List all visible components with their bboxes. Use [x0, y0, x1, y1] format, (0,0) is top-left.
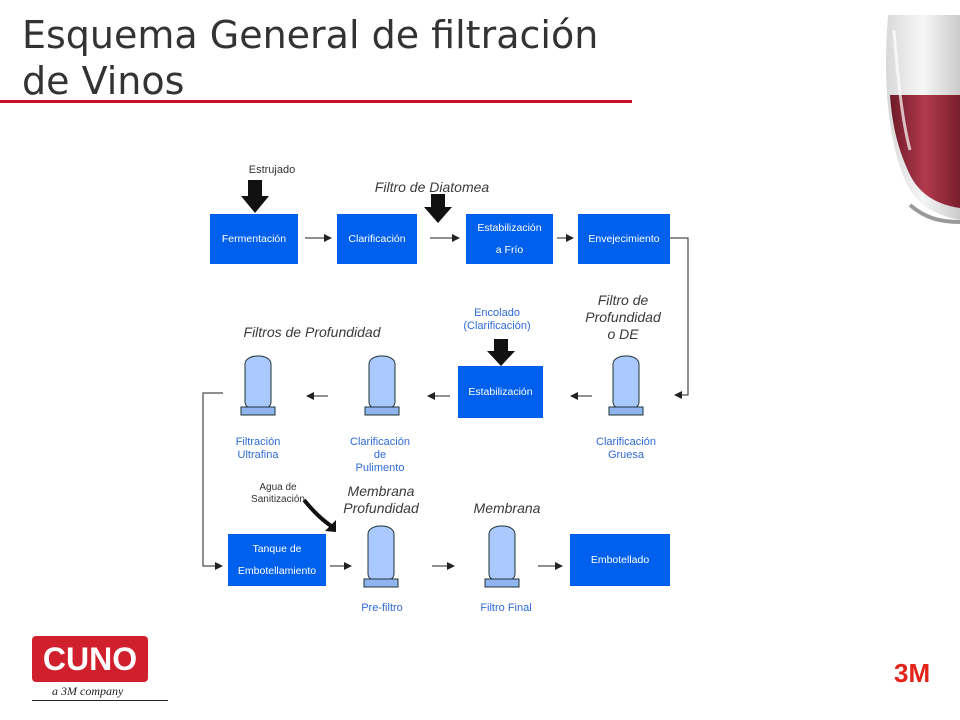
cuno-subtitle: a 3M company — [52, 684, 124, 698]
label-ultrafina-line-2: Ultrafina — [237, 449, 279, 461]
box-estabilizacion: Estabilización — [458, 366, 543, 418]
label-filtracion-ultrafina: Filtración Ultrafina — [218, 436, 298, 462]
filter-cartridge-pulimento-icon — [364, 355, 400, 416]
label-filtro-profundidad-de: Filtro de Profundidad o DE — [566, 292, 680, 343]
label-filtros-profundidad: Filtros de Profundidad — [243, 324, 381, 340]
label-agua-line-1: Agua de — [259, 482, 297, 493]
cuno-logo-text: CUNO — [43, 641, 137, 677]
label-encolado-line-2: (Clarificación) — [463, 320, 531, 332]
box-tanque-line-2: Embotellamiento — [237, 565, 317, 577]
wine-glass-image — [885, 15, 960, 224]
connector-envejecimiento-gruesa — [670, 237, 689, 399]
threem-logo: 3M — [894, 658, 931, 688]
label-clarificacion-pulimento: Clarificación de Pulimento — [332, 436, 428, 475]
title-line-1: Esquema General de filtración — [22, 13, 599, 57]
box-fermentacion: Fermentación — [210, 214, 298, 264]
box-estabilizacion-frio-line-2: a Frío — [495, 244, 524, 256]
filter-cartridge-final-icon — [484, 525, 520, 588]
label-filtro-diatomea: Filtro de Diatomea — [374, 179, 490, 195]
cuno-logo: CUNO — [32, 636, 148, 682]
label-pulimento-line-3: Pulimento — [355, 462, 405, 474]
label-gruesa-line-1: Clarificación — [596, 436, 656, 448]
label-ultrafina-line-1: Filtración — [235, 436, 281, 448]
box-clarificacion: Clarificación — [337, 214, 417, 264]
box-estabilizacion-frio: Estabilización a Frío — [466, 214, 553, 264]
title-underline — [0, 100, 632, 103]
box-tanque-line-1: Tanque de — [252, 543, 302, 555]
label-membrana-profundidad: Membrana Profundidad — [322, 483, 440, 517]
filter-cartridge-gruesa-icon — [608, 355, 644, 416]
label-mp-line-1: Membrana — [347, 483, 415, 499]
label-filtro-final: Filtro Final — [480, 602, 532, 614]
filter-cartridge-prefiltro-icon — [363, 525, 399, 588]
cuno-logo-mark-icon: CUNO — [43, 641, 137, 677]
label-prefiltro: Pre-filtro — [361, 602, 403, 614]
label-agua-line-2: Sanitización — [251, 494, 305, 505]
box-estabilizacion-frio-line-1: Estabilización — [477, 222, 542, 234]
label-pulimento-line-1: Clarificación — [350, 436, 410, 448]
cuno-underline — [32, 700, 168, 701]
label-membrana: Membrana — [473, 500, 541, 516]
title-line-2: de Vinos — [22, 59, 185, 103]
label-clarificacion-gruesa: Clarificación Gruesa — [578, 436, 674, 462]
label-agua-sanitizacion: Agua de Sanitización — [240, 482, 316, 506]
page-title: Esquema General de filtración de Vinos — [22, 12, 662, 104]
label-encolado-line-1: Encolado — [474, 307, 520, 319]
box-envejecimiento: Envejecimiento — [578, 214, 670, 264]
label-estrujado: Estrujado — [248, 164, 296, 176]
box-tanque-embotellamiento: Tanque de Embotellamiento — [228, 534, 326, 586]
input-arrow-encolado-icon — [487, 339, 515, 366]
label-pulimento-line-2: de — [373, 449, 387, 461]
label-gruesa-line-2: Gruesa — [607, 449, 645, 461]
connector-ultrafina-tanque — [202, 392, 223, 570]
label-fpde-line-2: Profundidad — [585, 309, 661, 325]
label-mp-line-2: Profundidad — [343, 500, 419, 516]
label-fpde-line-3: o DE — [607, 326, 639, 342]
input-arrow-diatomea-icon — [424, 194, 452, 223]
label-fpde-line-1: Filtro de — [597, 292, 649, 308]
box-embotellado: Embotellado — [570, 534, 670, 586]
label-encolado: Encolado (Clarificación) — [438, 307, 556, 333]
input-arrow-estrujado-icon — [241, 180, 269, 213]
filter-cartridge-ultrafina-icon — [240, 355, 276, 416]
